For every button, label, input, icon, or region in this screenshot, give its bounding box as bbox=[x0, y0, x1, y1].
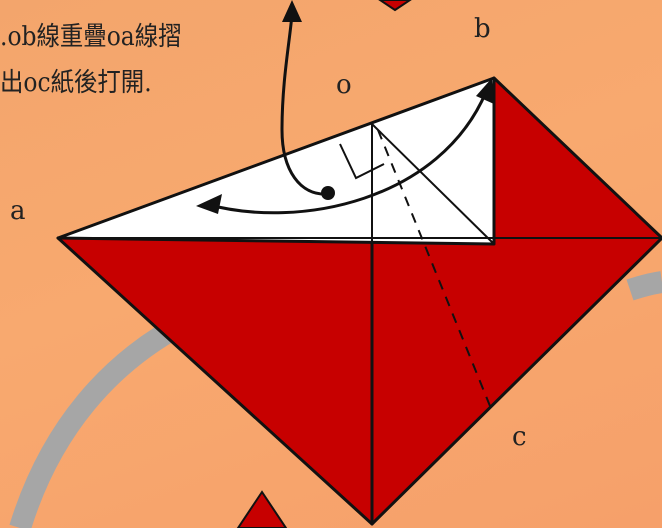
point-label-a: a bbox=[10, 196, 26, 226]
arrowhead-left bbox=[196, 194, 222, 214]
fold-line-oc bbox=[377, 129, 491, 407]
crease-o-to-b-bottom bbox=[371, 123, 495, 245]
fold-arc-arrow bbox=[205, 91, 488, 215]
gray-arc-right bbox=[626, 271, 662, 301]
instruction-line-1: .ob線重疊oa線摺 bbox=[0, 22, 182, 52]
point-label-c: c bbox=[512, 422, 527, 452]
instruction-text: .ob線重疊oa線摺 出oc紙後打開. bbox=[0, 14, 182, 106]
top-diamond-fragment bbox=[378, 0, 412, 12]
arrowhead-right bbox=[476, 78, 494, 104]
leader-arrow-line bbox=[280, 13, 329, 196]
right-angle-marker bbox=[339, 143, 385, 180]
point-label-b: b bbox=[474, 14, 491, 44]
point-label-o: o bbox=[336, 70, 352, 100]
bottom-diamond-fragment bbox=[236, 490, 288, 528]
gray-arc-left bbox=[9, 310, 195, 528]
leader-arrowhead bbox=[282, 0, 302, 22]
leader-dot bbox=[321, 186, 335, 200]
instruction-line-2: 出oc紙後打開. bbox=[0, 68, 152, 98]
paper-white-flap bbox=[56, 76, 496, 246]
